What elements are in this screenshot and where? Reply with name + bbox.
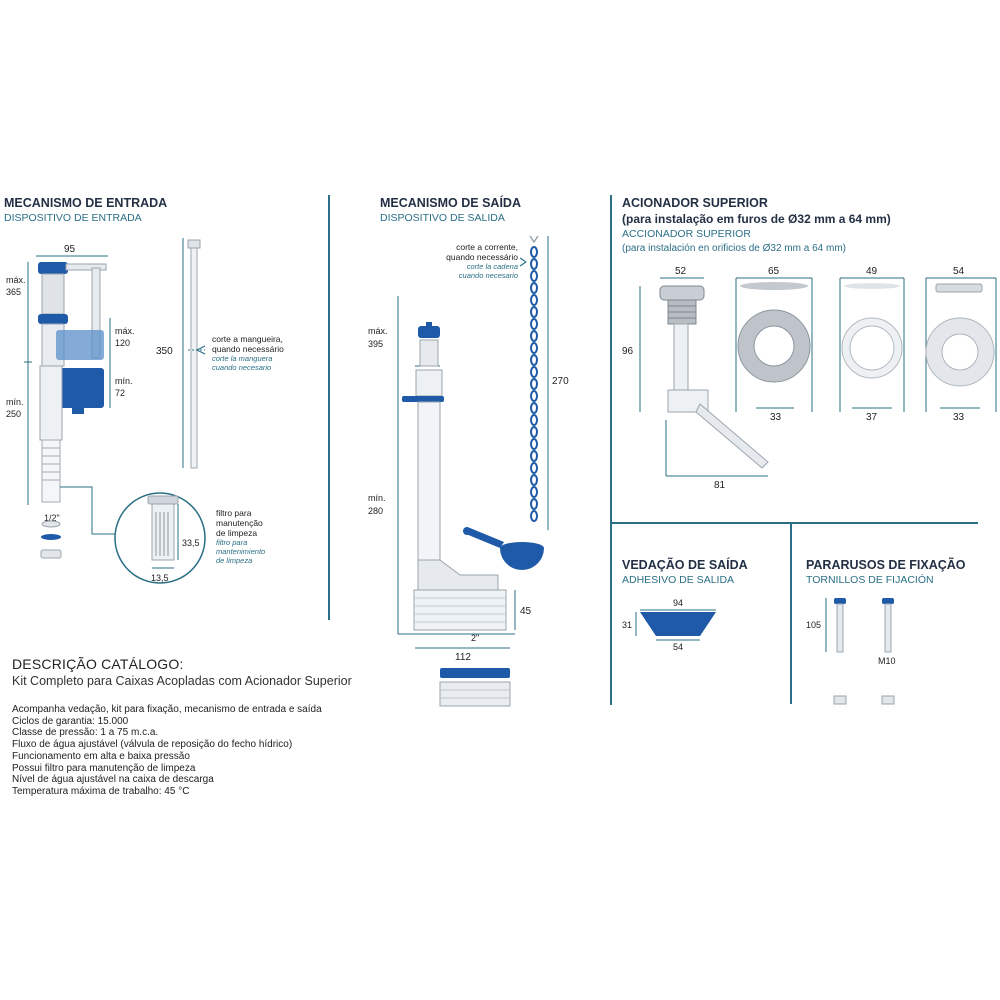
- list-item: Ciclos de garantia: 15.000: [12, 715, 129, 727]
- entrada-dim-max-label: máx.: [6, 275, 26, 285]
- filter-note: filtro para manutenção de limpeza filtro…: [216, 508, 265, 565]
- acionador-dim-33a: 33: [770, 412, 782, 423]
- saida-dim-min-value: 280: [368, 506, 384, 516]
- chain-note-pt-1: corte a corrente,: [456, 242, 518, 252]
- entrada-dim-min2-label: mín.: [115, 376, 133, 386]
- saida-dim-max-label: máx.: [368, 326, 388, 336]
- filter-note-es-3: de limpeza: [216, 556, 253, 565]
- divider-acionador-bottom: [612, 522, 978, 524]
- descricao-list: Acompanha vedação, kit para fixação, mec…: [12, 704, 322, 798]
- saida-dim-base: 112: [455, 652, 471, 663]
- hose-dim-length: 350: [156, 346, 173, 357]
- vedacao-drawing: [635, 609, 716, 641]
- vedacao-dim-top: 94: [673, 598, 684, 608]
- parafusos-title: PARARUSOS DE FIXAÇÃO: [806, 558, 966, 572]
- list-item: Acompanha vedação, kit para fixação, mec…: [12, 704, 322, 715]
- list-item: Possui filtro para manutenção de limpeza: [12, 762, 196, 774]
- filter-note-es-2: mantenimiento: [216, 547, 266, 556]
- acionador-subtitle: ACCIONADOR SUPERIOR: [622, 228, 751, 240]
- list-item: Classe de pressão: 1 a 75 m.c.a.: [12, 727, 159, 739]
- vedacao-subtitle: ADHESIVO DE SALIDA: [622, 574, 735, 586]
- acionador-dim-81: 81: [714, 480, 726, 491]
- acionador-drawing: [639, 277, 997, 477]
- hose-note: corte a mangueira, quando necessário cor…: [212, 334, 284, 372]
- acionador-dim-49: 49: [866, 266, 878, 277]
- saida-dim-max-value: 395: [368, 339, 384, 349]
- acionador-dim-65: 65: [768, 266, 780, 277]
- acionador-dim-54: 54: [953, 266, 965, 277]
- filter-zoom-drawing: [114, 492, 206, 584]
- acionador-title: ACIONADOR SUPERIOR: [622, 196, 768, 210]
- saida-dim-side: 45: [520, 606, 532, 617]
- chain-note: corte a corrente, quando necessário cort…: [430, 242, 518, 280]
- saida-subtitle: DISPOSITIVO DE SALIDA: [380, 212, 505, 224]
- filter-dim-width: 13,5: [151, 573, 169, 583]
- acionador-dim-37: 37: [866, 412, 878, 423]
- hose-note-es-2: cuando necesario: [212, 363, 272, 372]
- list-item: Nível de água ajustável na caixa de desc…: [12, 774, 214, 786]
- divider-saida-acionador: [610, 195, 612, 705]
- list-item: Funcionamento em alta e baixa pressão: [12, 750, 190, 762]
- parafusos-drawing: [825, 598, 895, 705]
- acionador-dim-33b: 33: [953, 412, 965, 423]
- saida-dim-thread: 2": [471, 633, 480, 643]
- hose-note-pt-1: corte a mangueira,: [212, 334, 283, 344]
- filter-note-pt-1: filtro para: [216, 508, 252, 518]
- entrada-title: MECANISMO DE ENTRADA: [4, 196, 168, 210]
- entrada-dim-max2-label: máx.: [115, 326, 135, 336]
- entrada-dim-width: 95: [64, 244, 76, 255]
- entrada-dim-min2-value: 72: [115, 388, 126, 398]
- saida-dim-chain: 270: [552, 376, 569, 387]
- chain-note-pt-2: quando necessário: [446, 252, 518, 262]
- entrada-dim-max-value: 365: [6, 287, 22, 297]
- hose-note-pt-2: quando necessário: [212, 344, 284, 354]
- list-item: Fluxo de água ajustável (válvula de repo…: [12, 739, 293, 751]
- saida-dim-min-label: mín.: [368, 493, 386, 503]
- acionador-title-2: (para instalação em furos de Ø32 mm a 64…: [622, 212, 891, 226]
- entrada-dim-max2-value: 120: [115, 338, 131, 348]
- saida-valve-drawing: [397, 235, 549, 707]
- vedacao-title: VEDAÇÃO DE SAÍDA: [622, 558, 748, 572]
- acionador-dim-96: 96: [622, 346, 634, 357]
- parafusos-dim-length: 105: [806, 620, 822, 630]
- acionador-dim-52: 52: [675, 266, 687, 277]
- hose-note-es-1: corte la manguera: [212, 354, 273, 363]
- saida-title: MECANISMO DE SAÍDA: [380, 196, 521, 210]
- acionador-subtitle-2: (para instalación en orificios de Ø32 mm…: [622, 243, 846, 254]
- entrada-dim-min-value: 250: [6, 409, 22, 419]
- descricao-title: DESCRIÇÃO CATÁLOGO:: [12, 656, 184, 672]
- filter-note-pt-2: manutenção: [216, 518, 263, 528]
- chain-note-es-2: cuando necesario: [458, 271, 518, 280]
- parafusos-subtitle: TORNILLOS DE FIJACIÓN: [806, 574, 934, 586]
- filter-note-pt-3: de limpeza: [216, 528, 258, 538]
- entrada-valve-drawing: [24, 255, 118, 559]
- divider-entrada-saida: [328, 195, 330, 620]
- divider-vedacao-parafusos: [790, 524, 792, 704]
- parafusos-dim-thread: M10: [878, 656, 896, 666]
- chain-note-es-1: corte la cadena: [466, 262, 518, 271]
- vedacao-dim-side: 31: [622, 620, 633, 630]
- filter-note-es-1: filtro para: [216, 538, 248, 547]
- filter-dim-height: 33,5: [182, 538, 200, 548]
- descricao-subtitle: Kit Completo para Caixas Acopladas com A…: [12, 674, 352, 688]
- list-item: Temperatura máxima de trabalho: 45 °C: [12, 785, 190, 797]
- entrada-subtitle: DISPOSITIVO DE ENTRADA: [4, 212, 142, 224]
- entrada-dim-thread: 1/2": [44, 513, 60, 523]
- hose-drawing: [182, 238, 206, 469]
- entrada-dim-min-label: mín.: [6, 397, 24, 407]
- vedacao-dim-bottom: 54: [673, 642, 684, 652]
